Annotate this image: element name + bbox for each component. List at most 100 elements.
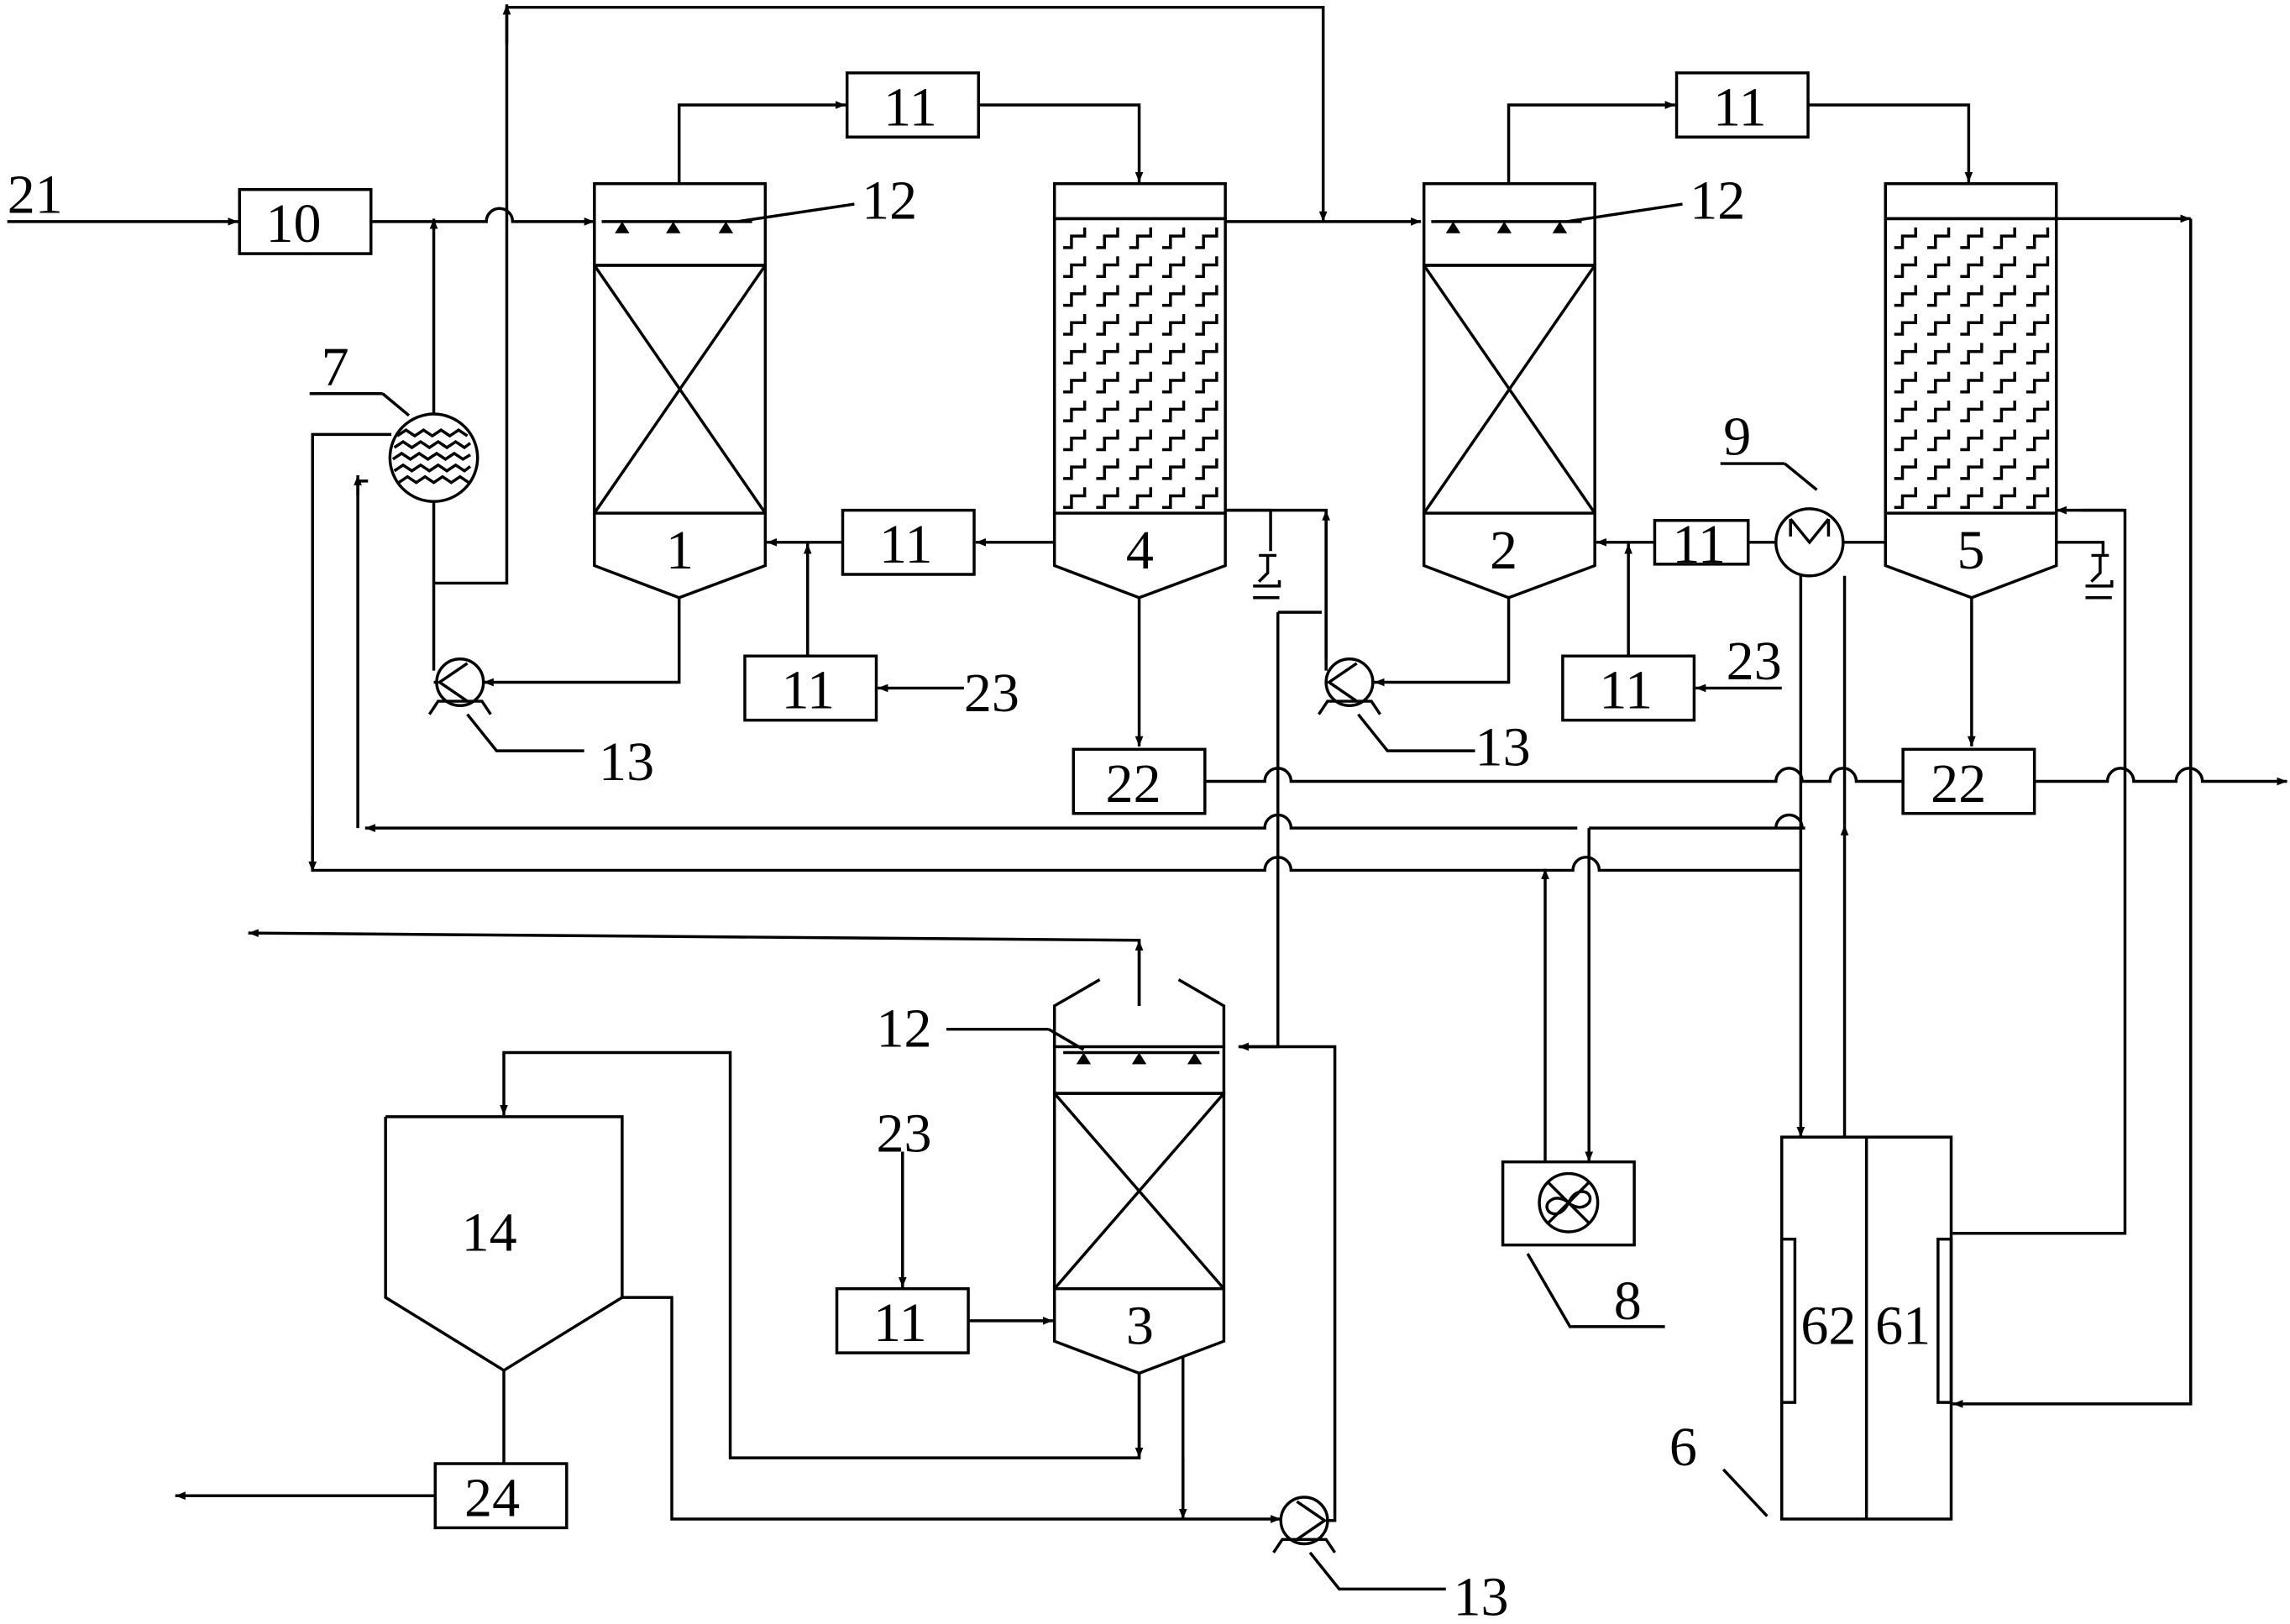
svg-text:13: 13 — [599, 731, 654, 793]
pump-13-bottom — [1272, 1496, 1337, 1553]
packing-element — [2025, 371, 2050, 394]
stream-23-label-c: 23 — [876, 1103, 931, 1165]
packing-element — [1129, 487, 1153, 509]
svg-text:12: 12 — [1690, 170, 1745, 231]
packing-element — [1894, 429, 1917, 452]
packing-element — [1162, 256, 1186, 279]
packing-element — [1993, 401, 2016, 422]
packing-element — [1195, 487, 1218, 509]
reactor-2: 2 — [1422, 182, 1596, 600]
packing-element — [1926, 313, 1951, 336]
svg-text:5: 5 — [1957, 520, 1984, 581]
box-24: 24 — [433, 1462, 569, 1530]
packing-element — [1960, 227, 1983, 249]
box-22-a: 22 — [1072, 747, 1207, 815]
box-11-mid-a: 11 — [841, 508, 976, 576]
svg-text:62: 62 — [1800, 1296, 1856, 1357]
packing-element — [2025, 256, 2050, 279]
svg-text:11: 11 — [1599, 660, 1653, 721]
box-10: 10 — [238, 187, 373, 255]
svg-text:2: 2 — [1490, 520, 1517, 581]
packing-element — [1894, 313, 1917, 336]
packing-element — [1129, 343, 1153, 365]
tank-14: 14 — [384, 1115, 624, 1372]
packing-element — [1162, 285, 1186, 307]
packing-element — [1195, 343, 1218, 365]
packing-element — [1926, 227, 1951, 249]
packing-element — [1063, 487, 1087, 509]
svg-text:11: 11 — [879, 514, 933, 575]
inlet-stream-21: 21 — [7, 165, 238, 226]
packing-element — [1926, 285, 1951, 307]
packing-element — [1162, 227, 1186, 249]
drain-valve-4 — [1253, 553, 1281, 600]
packing-element — [1993, 227, 2016, 249]
packing-element — [1096, 371, 1119, 394]
pump-13-label-mid: 13 — [1357, 713, 1531, 778]
packing-element — [1063, 371, 1087, 394]
packing-element — [1993, 313, 2016, 336]
packing-element — [1960, 256, 1983, 279]
line-10-to-reactor-1 — [370, 207, 595, 226]
sprayer-12-a: 12 — [601, 170, 917, 233]
packing-element — [1894, 458, 1917, 480]
packing-element — [1063, 285, 1087, 307]
packing-element — [1195, 429, 1218, 452]
packing-element — [1894, 343, 1917, 365]
svg-text:21: 21 — [8, 165, 63, 226]
heat-exchanger-7: 7 — [309, 336, 479, 503]
box-11-mid-b: 11 — [1653, 514, 1750, 575]
packing-element — [2025, 285, 2050, 307]
svg-text:4: 4 — [1126, 520, 1154, 581]
stream-23-label-a: 23 — [964, 663, 1019, 724]
packing-element — [1096, 256, 1119, 279]
packing-element — [1993, 285, 2016, 307]
reactor-3: 3 — [1052, 978, 1226, 1375]
packing-element — [1129, 313, 1153, 336]
packing-element — [1960, 487, 1983, 509]
svg-text:6: 6 — [1669, 1417, 1697, 1478]
packing-element — [1926, 487, 1951, 509]
pump-13-label-left: 13 — [466, 713, 654, 793]
sprayer-12-b: 12 — [1431, 170, 1745, 233]
packing-element — [1096, 401, 1119, 422]
packing-element — [1096, 227, 1119, 249]
packing-element — [1894, 487, 1917, 509]
packing-element — [1926, 429, 1951, 452]
packing-element — [2025, 458, 2050, 480]
packing-element — [2025, 343, 2050, 365]
packing-element — [1926, 401, 1951, 422]
packing-element — [1926, 371, 1951, 394]
packing-element — [1162, 487, 1186, 509]
svg-text:11: 11 — [873, 1292, 927, 1354]
svg-text:24: 24 — [464, 1468, 520, 1529]
packing-element — [1129, 256, 1153, 279]
packing-element — [1162, 313, 1186, 336]
packing-element — [1162, 371, 1186, 394]
svg-text:22: 22 — [1931, 753, 1986, 815]
reactor-1: 1 — [593, 182, 768, 600]
pump-13-label-bottom: 13 — [1308, 1551, 1509, 1624]
packing-element — [1063, 313, 1087, 336]
box-11-top-a: 11 — [845, 71, 980, 139]
packing-element — [1993, 487, 2016, 509]
svg-text:8: 8 — [1614, 1270, 1642, 1332]
packing-element — [1096, 458, 1119, 480]
packing-element — [1960, 401, 1983, 422]
packing-element — [1096, 429, 1119, 452]
svg-text:7: 7 — [322, 336, 349, 397]
packing-element — [2025, 313, 2050, 336]
svg-text:11: 11 — [1713, 76, 1767, 138]
packing-element — [1129, 371, 1153, 394]
packing-element — [1195, 401, 1218, 422]
packing-element — [1195, 313, 1218, 336]
packing-element — [1129, 458, 1153, 480]
packing-element — [1960, 371, 1983, 394]
packing-element — [1129, 227, 1153, 249]
packing-element — [1960, 313, 1983, 336]
svg-text:11: 11 — [1672, 514, 1726, 575]
packing-element — [1926, 458, 1951, 480]
packing-element — [1195, 371, 1218, 394]
packing-element — [1162, 458, 1186, 480]
